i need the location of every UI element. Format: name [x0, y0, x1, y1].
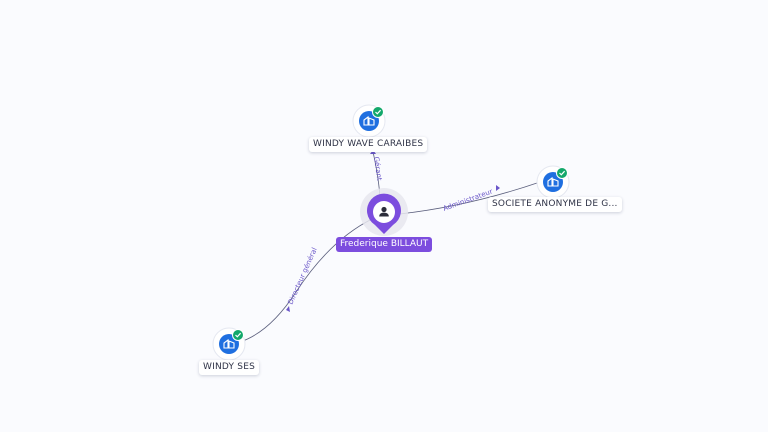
- verified-check-icon: [556, 167, 568, 179]
- verified-check-icon: [232, 329, 244, 341]
- edge-arrow-administrateur: [496, 185, 500, 191]
- company-node-windy-ses[interactable]: [212, 327, 246, 361]
- person-name-label[interactable]: Frederique BILLAUT: [336, 237, 433, 252]
- company-label-windy-ses[interactable]: WINDY SES: [199, 360, 259, 375]
- edge-to-societe-anonyme: [399, 181, 541, 215]
- person-icon: [379, 206, 389, 217]
- edge-to-windy-ses: [239, 218, 373, 343]
- verified-check-icon: [372, 106, 384, 118]
- edge-arrow-gerant: [370, 150, 376, 154]
- edge-label-administrateur: Administrateur: [442, 187, 494, 212]
- edge-arrow-directeur: [286, 306, 290, 312]
- edge-label-directeur-general: Directeur général: [287, 246, 319, 305]
- company-label-windy-wave-caraibes[interactable]: WINDY WAVE CARAIBES: [309, 137, 428, 152]
- company-label-societe-anonyme[interactable]: SOCIETE ANONYME DE G...: [488, 197, 622, 212]
- person-node[interactable]: [360, 188, 408, 236]
- edge-label-gerant: Gérant: [372, 156, 383, 181]
- company-node-windy-wave-caraibes[interactable]: [352, 104, 386, 138]
- company-node-societe-anonyme[interactable]: [536, 165, 570, 199]
